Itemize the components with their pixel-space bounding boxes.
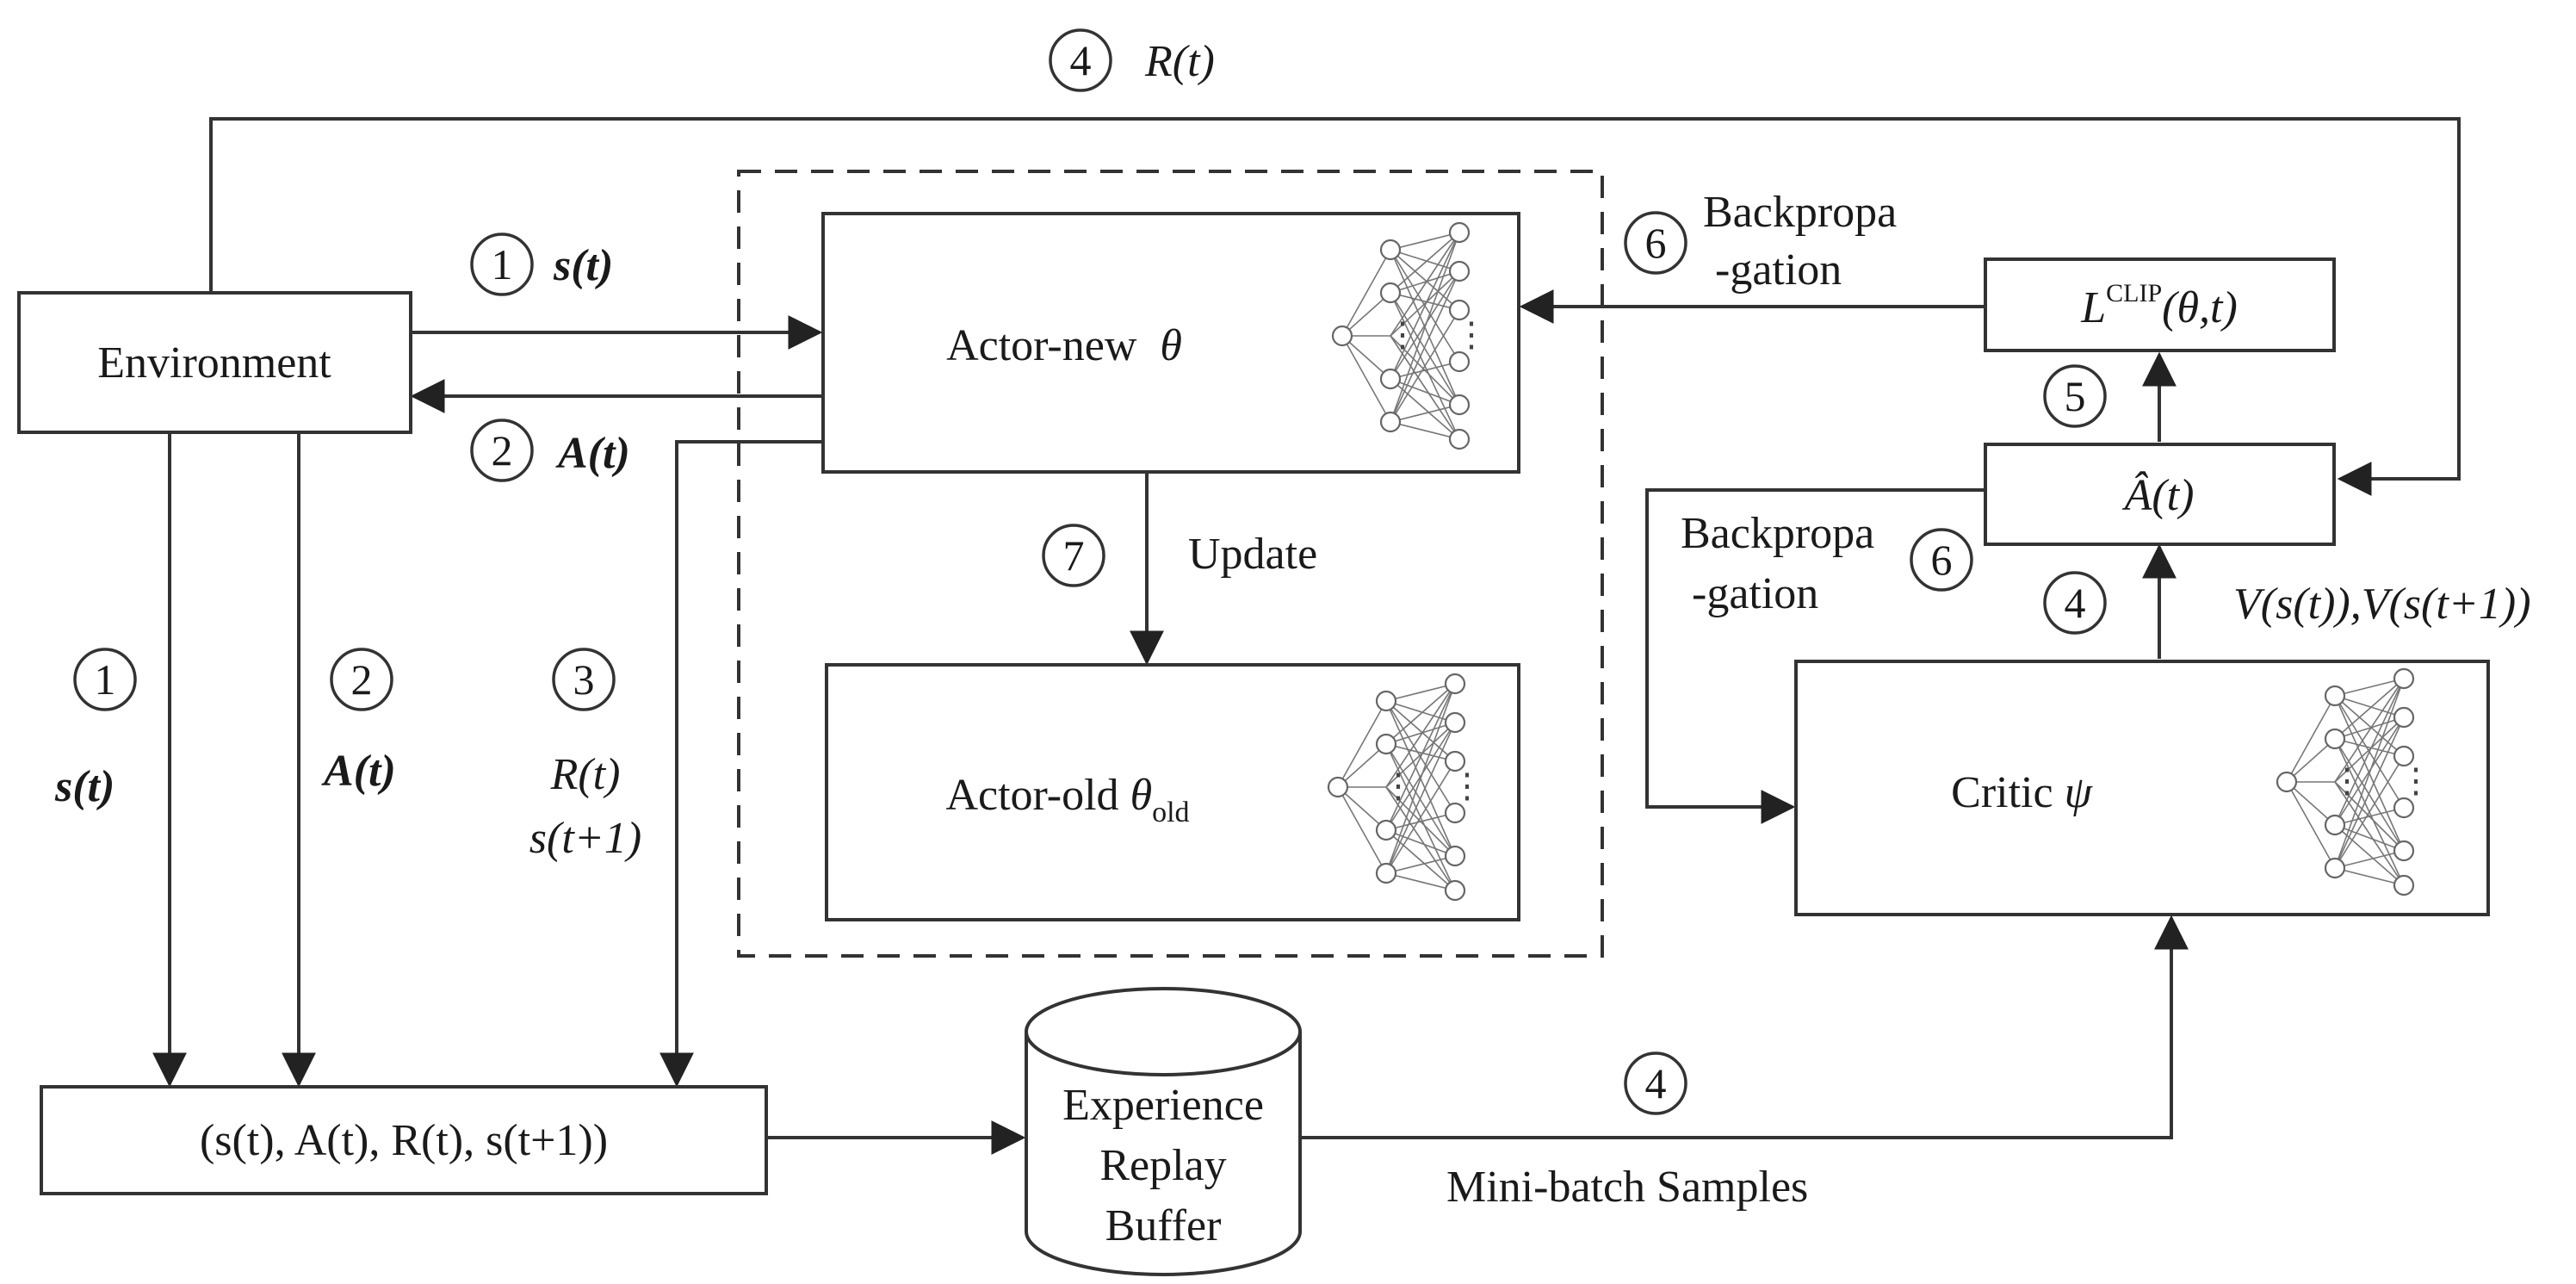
- step-number: 6: [1931, 536, 1953, 584]
- step-number: 5: [2065, 372, 2086, 420]
- backprop-top-line1: Backpropa: [1703, 188, 1897, 237]
- advantage-label: Â(t): [2122, 470, 2195, 520]
- backprop-top-line2: -gation: [1715, 245, 1842, 295]
- step-number: 4: [2065, 579, 2086, 627]
- connectors: [152, 117, 2461, 1155]
- step-number-circle: [2043, 364, 2107, 428]
- value-label: V(s(t)),V(s(t+1)): [2233, 580, 2531, 629]
- reward-top-label: R(t): [1144, 37, 1215, 86]
- minibatch-arrow: [1301, 915, 2189, 1139]
- experience-replay-buffer: Experience Replay Buffer: [1025, 987, 1302, 1276]
- transition-tuple-label: (s(t), A(t), R(t), s(t+1)): [200, 1116, 608, 1165]
- step-number: 2: [492, 426, 513, 475]
- critic-box: [1794, 660, 2490, 916]
- actor-new-label: Actor-new θ: [946, 321, 1182, 370]
- step-number-circle: [1624, 1051, 1687, 1115]
- reward-next-state-arrow: [659, 440, 823, 1088]
- reward-loop-arrow: [209, 117, 2461, 496]
- next-state-down-label: s(t+1): [529, 814, 641, 863]
- action-left-label: A(t): [555, 429, 630, 478]
- step-number-circle: [470, 419, 534, 482]
- environment-label: Environment: [97, 338, 331, 388]
- update-label: Update: [1188, 530, 1317, 579]
- buffer-label-line1: Experience: [1062, 1081, 1264, 1130]
- step-number-circle: [73, 648, 137, 711]
- step-number-circle: [330, 648, 393, 711]
- reward-down-label: R(t): [550, 750, 621, 799]
- minibatch-label: Mini-batch Samples: [1446, 1163, 1808, 1212]
- step-number-circle: [1910, 528, 1973, 592]
- step-number: 2: [351, 655, 373, 704]
- step-number: 6: [1645, 219, 1667, 267]
- lclip-box: [1984, 257, 2336, 352]
- step-number-circle: [1624, 211, 1687, 275]
- actor-group-frame: [737, 170, 1604, 958]
- step-number-circle: [470, 233, 534, 296]
- buffer-label-line3: Buffer: [1105, 1201, 1222, 1250]
- buffer-label-line2: Replay: [1099, 1141, 1226, 1190]
- step-number-circle: [2043, 571, 2107, 635]
- backprop-mid-line1: Backpropa: [1681, 509, 1874, 558]
- state-down-label: s(t): [54, 762, 115, 811]
- step-number-circle: [1049, 28, 1112, 92]
- step-number-circle: [1042, 524, 1105, 587]
- step-number: 1: [492, 240, 513, 288]
- step-number: 4: [1070, 36, 1092, 84]
- critic-backprop-arrow: [1645, 488, 1985, 824]
- state-right-label: s(t): [553, 241, 613, 290]
- step-number: 1: [95, 655, 116, 704]
- backprop-mid-line2: -gation: [1692, 569, 1818, 618]
- advantage-box: [1984, 443, 2336, 546]
- step-number: 7: [1063, 531, 1085, 580]
- critic-label: Critic ψ: [1951, 768, 2093, 817]
- step-number-circle: [552, 648, 616, 711]
- action-down-label: A(t): [321, 747, 396, 796]
- transition-tuple-box: [40, 1085, 768, 1195]
- lclip-label: LCLIP(θ,t): [2080, 279, 2238, 332]
- environment-box: [17, 291, 412, 434]
- actor-old-label: Actor-old θold: [945, 771, 1189, 828]
- step-number: 4: [1645, 1059, 1667, 1107]
- step-number: 3: [573, 655, 595, 704]
